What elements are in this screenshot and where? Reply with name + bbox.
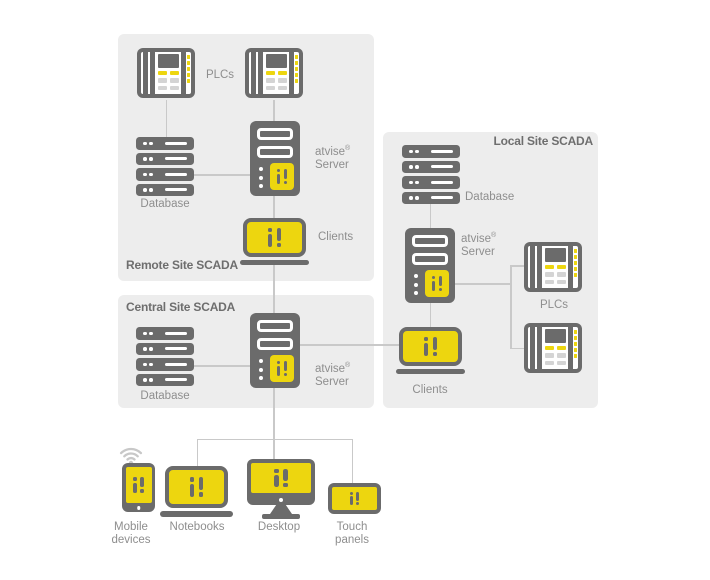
plc-icon [245, 48, 303, 98]
server-label-remote: atvise® Server [315, 145, 351, 171]
local-site-title: Local Site SCADA [493, 134, 594, 148]
connector-plc2-server-remote [273, 100, 275, 121]
plc-icon [137, 48, 195, 98]
connector-branch-notebooks [196, 439, 198, 467]
plcs-label-remote: PLCs [205, 69, 235, 81]
central-site-title: Central Site SCADA [126, 300, 236, 314]
plc-face [528, 246, 578, 288]
plc-face [249, 52, 299, 94]
clients-label-remote: Clients [318, 231, 354, 243]
plc-face [528, 327, 578, 369]
plc-face [141, 52, 191, 94]
plc-screen [544, 329, 566, 343]
plc-screen [265, 54, 287, 68]
database-icon [136, 137, 194, 199]
connector-server-plc-branch-local [455, 283, 511, 285]
connector-central-server-desktop [273, 388, 275, 459]
connector-branch-plc2-local [510, 347, 525, 349]
connector-plc1-database-remote [165, 100, 167, 137]
touch-panels-label: Touch panels [335, 521, 369, 546]
connector-database-server-local [429, 204, 431, 228]
atvise-server-icon [250, 121, 300, 196]
plc-screen [157, 54, 179, 68]
connector-server-clients-remote [273, 196, 275, 218]
desktop-icon [247, 459, 315, 519]
server-label-central: atvise® Server [315, 362, 351, 388]
connector-database-server-remote [194, 174, 250, 176]
connector-device-branch [196, 438, 353, 440]
remote-site-title: Remote Site SCADA [126, 258, 238, 272]
mobile-devices-label: Mobile devices [111, 521, 151, 546]
plc-icon [524, 323, 582, 373]
clients-icon [240, 218, 309, 265]
connector-plc-branch-vertical-local [510, 265, 512, 349]
notebook-icon [160, 466, 233, 517]
atvise-server-icon [405, 228, 455, 303]
plc-icon [524, 242, 582, 292]
plc-screen [544, 248, 566, 262]
atvise-server-icon [250, 313, 300, 388]
notebooks-label: Notebooks [169, 521, 225, 533]
atvise-logo-badge [270, 163, 294, 190]
database-label-remote: Database [140, 198, 190, 210]
database-label-local: Database [465, 191, 515, 203]
connector-database-server-central [194, 365, 250, 367]
desktop-label: Desktop [257, 521, 301, 533]
plcs-label-local: PLCs [539, 299, 569, 311]
database-icon [136, 327, 194, 389]
connector-branch-touchpanels [351, 439, 353, 484]
database-label-central: Database [140, 390, 190, 402]
database-icon [402, 145, 460, 207]
clients-label-local: Clients [412, 384, 448, 396]
atvise-logo-badge [425, 270, 449, 297]
connector-branch-plc1-local [510, 265, 525, 267]
mobile-device-icon [122, 463, 155, 512]
server-label-local: atvise® Server [461, 232, 497, 258]
atvise-logo-badge [270, 355, 294, 382]
connector-server-clients-local [429, 303, 431, 327]
clients-icon [396, 327, 465, 374]
connector-central-server-local-clients [300, 344, 399, 346]
connector-remote-clients-central-server [273, 264, 275, 314]
touch-panel-icon [328, 483, 381, 514]
